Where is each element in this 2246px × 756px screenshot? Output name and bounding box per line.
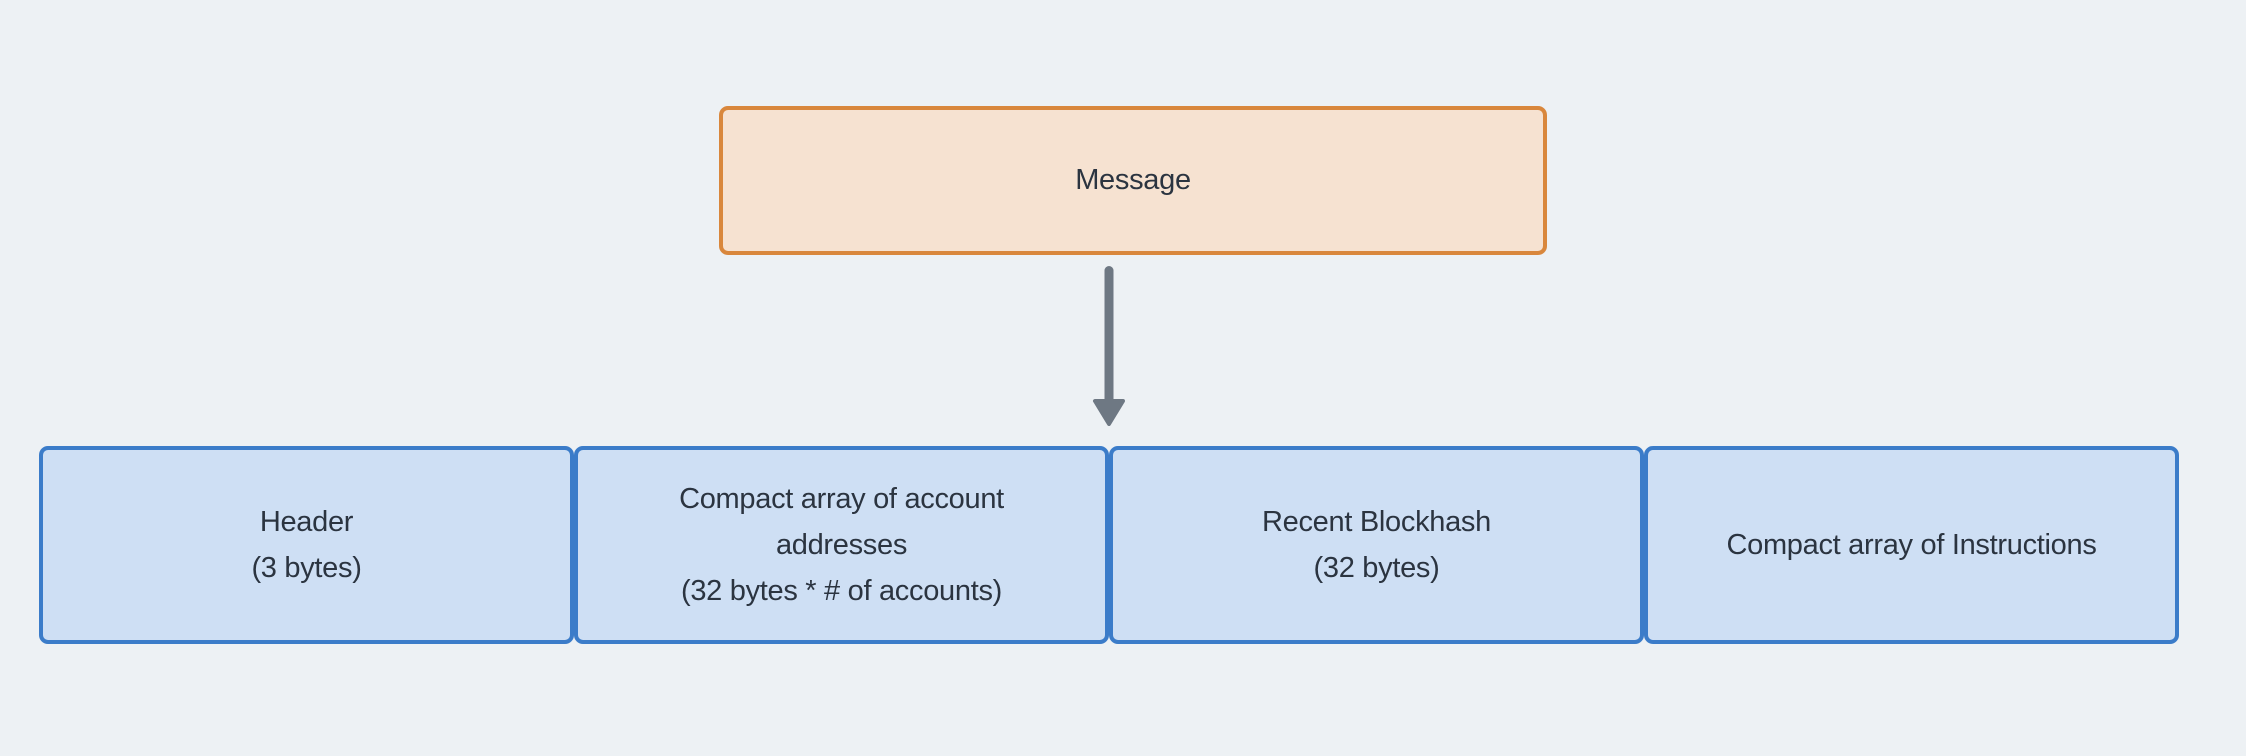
segment-label-line: Compact array of Instructions [1726,529,2097,561]
segment-label-line: (32 bytes * # of accounts) [680,575,1003,607]
down-arrow-icon [1093,266,1125,426]
segment-recent-blockhash: Recent Blockhash (32 bytes) [1109,446,1644,644]
segment-label-line: Compact array of account [679,483,1004,515]
segment-label-line: (3 bytes) [251,552,362,584]
segment-label-line: Recent Blockhash [1262,506,1491,538]
segment-instructions: Compact array of Instructions [1644,446,2179,644]
message-box: Message [719,106,1547,255]
segment-header: Header (3 bytes) [39,446,574,644]
message-box-label: Message [1075,164,1191,196]
segment-label-line: addresses [775,529,908,561]
segment-account-addresses: Compact array of account addresses (32 b… [574,446,1109,644]
segment-label-line: (32 bytes) [1313,552,1440,584]
segment-row: Header (3 bytes) Compact array of accoun… [39,446,2179,644]
segment-label-line: Header [259,506,354,538]
